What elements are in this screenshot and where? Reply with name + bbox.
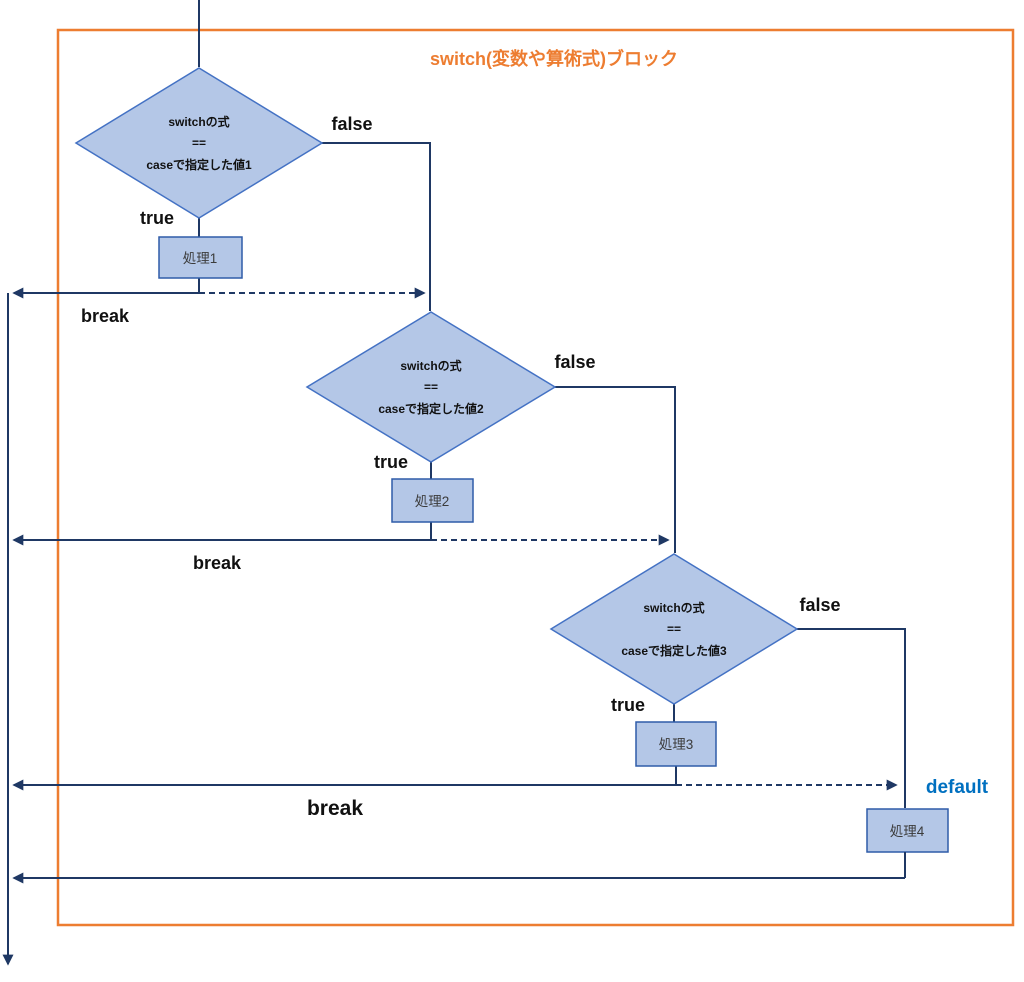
process2-label: 処理2 [415,494,450,509]
decision1-line2: == [192,136,206,150]
switch-block-frame [56,28,1015,927]
break-label-2: break [193,553,242,573]
false-connector-2 [555,386,676,553]
decision3-line3: caseで指定した値3 [621,643,727,658]
decision3-line1: switchの式 [643,600,704,615]
false-connector-1 [322,142,431,311]
break-label-1: break [81,306,130,326]
process4-label: 処理4 [890,824,925,839]
process-box-1 [158,236,243,279]
break-label-3: break [307,797,363,820]
decision3-line2: == [667,622,681,636]
true-label-3: true [611,695,645,715]
false-connector-3 [797,628,906,808]
decision-diamond-1 [74,67,324,219]
switch-block-title: switch(変数や算術式)ブロック [430,48,678,69]
process-box-3 [635,721,717,767]
process-box-2 [391,478,474,523]
process1-label: 処理1 [183,251,218,266]
true-label-1: true [140,208,174,228]
false-label-1: false [331,114,372,134]
true-label-2: true [374,452,408,472]
decision2-line2: == [424,380,438,394]
decision1-line1: switchの式 [168,114,229,129]
decision-diamond-3 [549,553,799,705]
process3-label: 処理3 [659,737,694,752]
default-label: default [926,777,989,798]
decision-diamond-2 [305,311,557,463]
decision2-line1: switchの式 [400,358,461,373]
decision1-line3: caseで指定した値1 [146,157,252,172]
decision2-line3: caseで指定した値2 [378,401,484,416]
false-label-3: false [799,595,840,615]
process-box-4 [866,808,949,853]
false-label-2: false [554,352,595,372]
